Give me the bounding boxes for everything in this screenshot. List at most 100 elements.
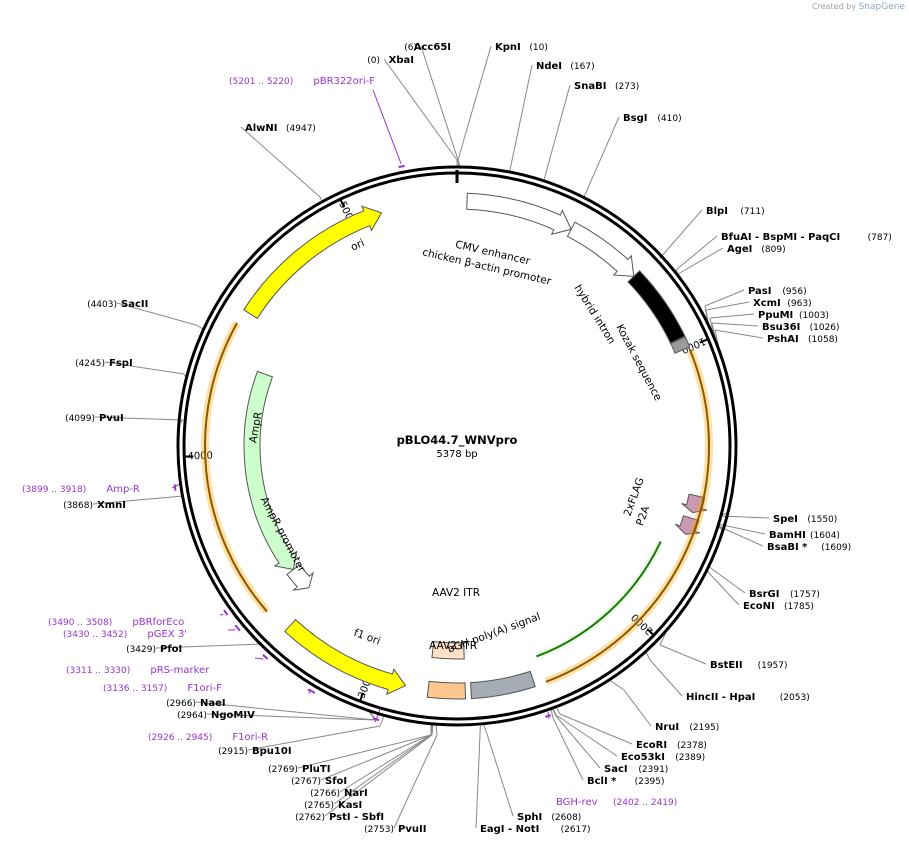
site-bsu36i[interactable]: Bsu36I(1026): [762, 322, 840, 333]
site-xbai[interactable]: (0)XbaI: [367, 55, 414, 66]
site-bamhi[interactable]: BamHI(1604): [769, 530, 840, 541]
primer-pbr322ori-f[interactable]: (5201 .. 5220)pBR322ori-F: [229, 76, 375, 87]
site-position: (2753): [364, 825, 394, 835]
site-name: EcoRI: [636, 740, 667, 751]
site-position: (2608): [551, 813, 581, 823]
feature-orf2[interactable]: [204, 322, 268, 613]
site-position: (2966): [166, 699, 196, 709]
site-blpi[interactable]: BlpI(711): [706, 206, 765, 217]
site-leader: [675, 235, 718, 271]
feature-glow-wnv-protease: [535, 540, 664, 660]
site-xcmi[interactable]: XcmI(963): [753, 298, 812, 309]
feature-bgh-poly-a-signal[interactable]: [470, 670, 536, 700]
site-leader: [339, 734, 432, 793]
site-eco53ki[interactable]: Eco53kI(2389): [621, 752, 705, 763]
primer-f1ori-r[interactable]: (2926 .. 2945)F1ori-R: [148, 732, 268, 743]
site-eagi-noti[interactable]: EagI - NotI(2617): [480, 824, 591, 835]
site-position: (1609): [821, 543, 851, 553]
snapgene-logo: SnapGene: [858, 2, 905, 12]
primer-bgh-rev[interactable]: BGH-rev(2402 .. 2419): [556, 797, 677, 808]
site-ngomiv[interactable]: NgoMIV(2964): [177, 710, 255, 721]
site-position: (167): [570, 62, 594, 72]
site-pvuii[interactable]: PvuII(2753): [364, 824, 426, 835]
scale-tick-3000: [359, 692, 365, 702]
site-psti-sbfi[interactable]: PstI - SbfI(2762): [295, 812, 384, 823]
site-nari[interactable]: NarI(2766): [310, 788, 368, 799]
site-connector: [435, 724, 438, 736]
site-pshai[interactable]: PshAI(1058): [767, 334, 838, 345]
site-bsrgi[interactable]: BsrGI(1757): [749, 589, 820, 600]
feature-f1-ori[interactable]: [284, 618, 407, 696]
site-name: SphI: [517, 812, 542, 823]
feature-hybrid-intron[interactable]: [627, 270, 686, 344]
site-acc65i[interactable]: (6)Acc65I: [404, 42, 451, 53]
feature-kozak-sequence[interactable]: [670, 335, 691, 354]
site-pfoi[interactable]: PfoI(3429): [126, 644, 182, 655]
primer-name: pRS-marker: [150, 665, 210, 676]
site-position: (1058): [808, 335, 838, 345]
site-name: XcmI: [753, 298, 781, 309]
primer-arc-pbr322ori-f: [398, 164, 405, 169]
feature-ampr[interactable]: [243, 370, 298, 571]
feature-aav2-itr[interactable]: [426, 680, 467, 700]
site-agei[interactable]: AgeI(809): [727, 244, 786, 255]
site-econi[interactable]: EcoNI(1785): [743, 601, 814, 612]
site-hincii-hpai[interactable]: HincII - HpaI(2053): [686, 692, 810, 703]
site-leader: [297, 734, 432, 769]
site-sfoi[interactable]: SfoI(2767): [291, 776, 347, 787]
site-spei[interactable]: SpeI(1550): [773, 514, 837, 525]
feature-wnv-protease[interactable]: [536, 541, 662, 658]
site-alwni[interactable]: AlwNI(4947): [245, 123, 316, 134]
feature-cmv-enhancer[interactable]: [466, 192, 572, 235]
primer-amp-r[interactable]: (3899 .. 3918)Amp-R: [22, 484, 140, 495]
site-name: BsrGI: [749, 589, 779, 600]
site-pluti[interactable]: PluTI(2769): [268, 764, 330, 775]
site-pvui[interactable]: PvuI(4099): [65, 413, 124, 424]
site-position: (0): [367, 56, 380, 66]
primer-pbrforeco[interactable]: (3490 .. 3508)pBRforEco: [48, 617, 184, 628]
site-bcli[interactable]: BclI *(2395): [587, 776, 665, 787]
site-connector: [550, 708, 554, 719]
site-position: (4947): [286, 124, 316, 134]
site-nrui[interactable]: NruI(2195): [655, 722, 719, 733]
primer-pgex-3[interactable]: (3430 .. 3452)pGEX 3': [63, 629, 187, 640]
site-kasi[interactable]: KasI(2765): [304, 800, 362, 811]
site-kpni[interactable]: KpnI(10): [495, 42, 548, 53]
primer-arc-prs-marker: [262, 654, 269, 660]
site-leader: [320, 734, 432, 781]
site-ecori[interactable]: EcoRI(2378): [636, 740, 707, 751]
site-pasi[interactable]: PasI(956): [748, 286, 807, 297]
primer-f1ori-f[interactable]: (3136 .. 3157)F1ori-F: [103, 683, 222, 694]
site-leader: [583, 116, 620, 198]
primer-arc-f1ori-f: [308, 688, 316, 694]
primer-arc-f1ori-r: [372, 717, 380, 722]
site-bsabi[interactable]: BsaBI *(1609): [767, 542, 851, 553]
site-position: (2769): [268, 765, 298, 775]
site-name: XmnI: [97, 500, 126, 511]
site-ppumi[interactable]: PpuMI(1003): [758, 310, 829, 321]
feature-ori[interactable]: [243, 205, 383, 320]
site-leader: [104, 361, 185, 375]
site-saci[interactable]: SacI(2391): [604, 764, 668, 775]
site-sphi[interactable]: SphI (2608): [517, 812, 581, 823]
site-bpu10i[interactable]: Bpu10I(2915): [218, 746, 291, 757]
feature-ampr-promoter[interactable]: [286, 563, 314, 591]
feature-orf[interactable]: [545, 349, 710, 683]
site-xmni[interactable]: XmnI(3868): [63, 500, 126, 511]
site-position: (4099): [65, 414, 95, 424]
site-position: (1604): [810, 531, 840, 541]
feature-chicken-actin-promoter[interactable]: [566, 221, 635, 277]
primer-prs-marker[interactable]: (3311 .. 3330)pRS-marker: [66, 665, 210, 676]
site-snabi[interactable]: SnaBI(273): [574, 81, 639, 92]
site-ndei[interactable]: NdeI(167): [536, 61, 595, 72]
site-naei[interactable]: NaeI(2966): [166, 698, 226, 709]
site-bsteii[interactable]: BstEII(1957): [710, 660, 788, 671]
site-fspi[interactable]: FspI(4245): [75, 358, 133, 369]
site-bfuai-bspmi-paqci[interactable]: BfuAI - BspMI - PaqCI(787): [721, 232, 892, 243]
primer-arc-bgh-rev: [545, 714, 552, 718]
feature-aav2-itr[interactable]: [431, 641, 465, 660]
primer-leader: [254, 657, 264, 660]
site-sacii[interactable]: SacII(4403): [87, 299, 148, 310]
site-bsgi[interactable]: BsgI(410): [623, 113, 682, 124]
